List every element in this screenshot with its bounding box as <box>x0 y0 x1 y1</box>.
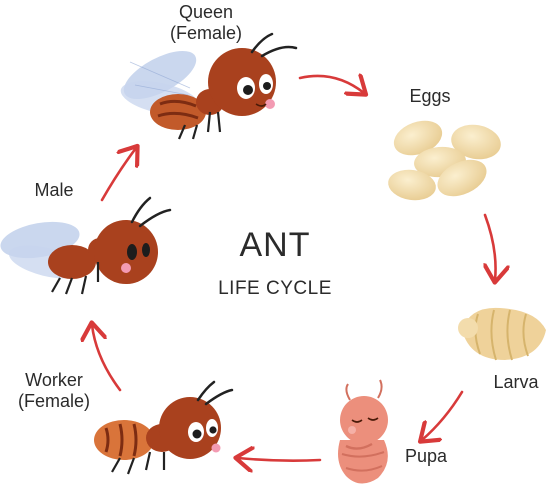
diagram-title: ANT <box>239 226 311 264</box>
label-queen: Queen (Female) <box>160 2 252 44</box>
label-pupa: Pupa <box>404 446 448 466</box>
arrow-male-to-queen <box>100 148 136 202</box>
arrow-worker-to-male <box>92 325 122 392</box>
worker-ant-illustration <box>94 380 234 475</box>
queen-ant-illustration <box>120 32 298 140</box>
arrow-queen-to-eggs <box>298 76 364 93</box>
label-larva: Larva <box>493 372 539 392</box>
arrow-larva-to-pupa <box>422 390 464 440</box>
pupa-illustration <box>338 379 388 484</box>
larva-illustration <box>458 307 546 361</box>
label-eggs: Eggs <box>409 86 451 106</box>
label-queen-line1: Queen <box>178 2 234 22</box>
label-worker-line2: (Female) <box>17 391 90 411</box>
label-worker: Worker (Female) <box>8 370 100 412</box>
arrow-pupa-to-worker <box>238 458 322 461</box>
eggs-illustration <box>388 120 501 201</box>
arrow-eggs-to-larva <box>485 213 496 280</box>
label-worker-line1: Worker <box>25 370 83 390</box>
label-male: Male <box>34 180 74 200</box>
diagram-subtitle: LIFE CYCLE <box>218 278 332 299</box>
label-queen-line2: (Female) <box>169 23 242 43</box>
male-ant-illustration <box>0 196 172 295</box>
